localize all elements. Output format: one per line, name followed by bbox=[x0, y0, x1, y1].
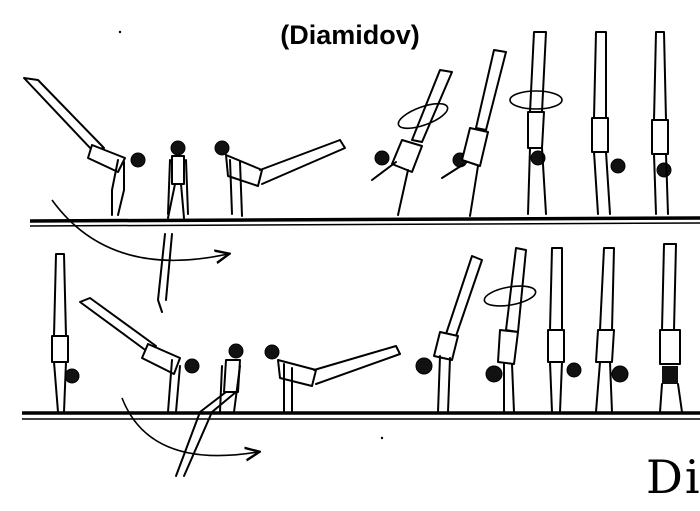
top-figure-2-support bbox=[167, 140, 189, 219]
top-figure-3-forward-swing bbox=[214, 139, 346, 217]
top-row-sequence bbox=[23, 31, 700, 313]
bottom-figure-3-support bbox=[175, 343, 244, 477]
top-figure-5-turn bbox=[441, 49, 507, 217]
bottom-row-sequence bbox=[22, 243, 700, 477]
top-figure-6-handstand-spin bbox=[509, 31, 563, 215]
top-figure-7-handstand bbox=[591, 31, 626, 215]
scan-speck bbox=[380, 436, 384, 440]
top-parallel-bar bbox=[29, 216, 700, 223]
top-figure-8-handstand bbox=[651, 31, 672, 215]
top-parallel-bar-shadow bbox=[29, 222, 700, 227]
bottom-figure-7-handstand bbox=[547, 247, 582, 413]
top-swing-arrow bbox=[51, 199, 228, 260]
bottom-figure-4-forward-swing bbox=[264, 344, 401, 413]
top-hanging-leg bbox=[157, 233, 166, 313]
bottom-figure-9-handstand bbox=[659, 243, 683, 413]
bottom-figure-8-handstand bbox=[595, 247, 629, 413]
bottom-figure-2-swing bbox=[79, 297, 200, 413]
top-figure-4-turn bbox=[371, 69, 453, 216]
cropped-handwritten-label: Di bbox=[646, 450, 700, 504]
bottom-swing-arrow bbox=[121, 397, 258, 456]
scan-speck bbox=[118, 30, 122, 34]
bottom-figure-5-turn bbox=[415, 255, 483, 413]
top-figure-1-swing bbox=[23, 77, 146, 216]
skill-title: (Diamidov) bbox=[280, 20, 420, 50]
bottom-figure-6-handstand-spin bbox=[483, 247, 537, 413]
bottom-figure-1-handstand bbox=[51, 253, 80, 413]
